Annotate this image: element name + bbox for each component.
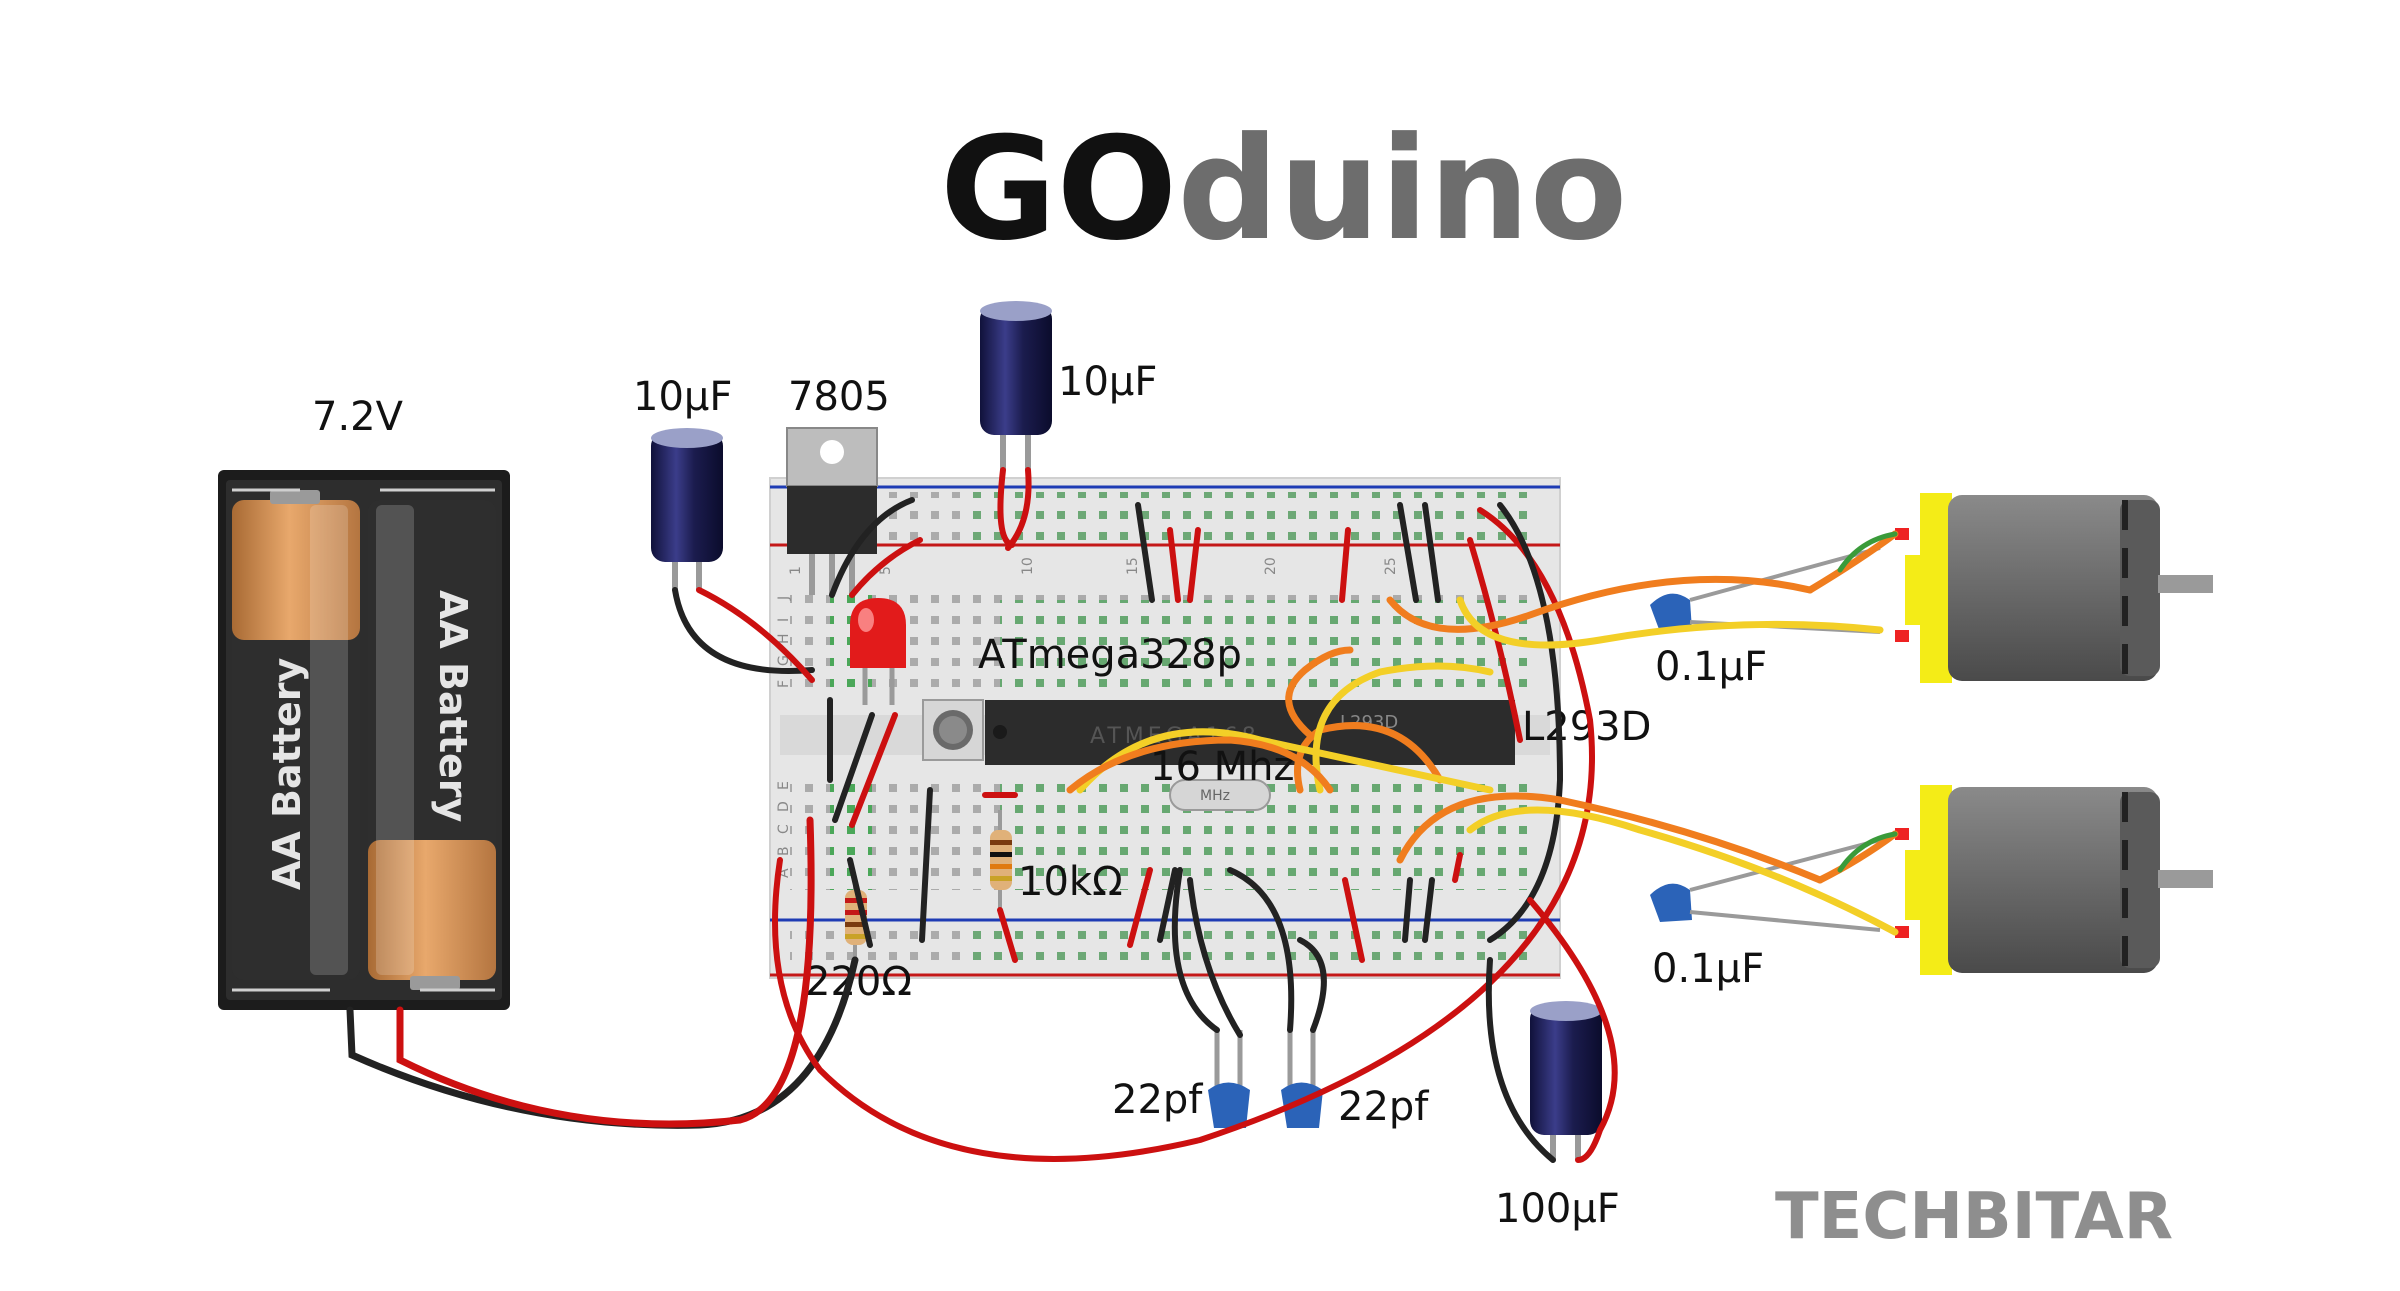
wire-res10k-red [997,907,1018,963]
resistor-220-label: 220Ω [805,959,912,1005]
reset-button [922,699,984,761]
crystal-label: 16 Mhz [1150,744,1294,790]
wire-v1 [1135,502,1155,603]
cap-motor1-label: 0.1μF [1655,644,1767,690]
wire-reg-2 [849,537,923,598]
wire-motor1-lead-a [1837,531,1898,573]
wire-crystal-cap-4 [1297,937,1327,1033]
battery-cell-2-label: AA Battery [431,590,475,822]
motor-1 [1895,493,2213,683]
brand-label: TECHBITAR [1775,1180,2173,1254]
capacitor-10uf-output [980,301,1052,470]
regulator-label: 7805 [788,374,890,420]
breadboard-row-c: C [776,824,792,834]
breadboard-col-15: 15 [1125,557,1141,575]
wire-motor2-lead-a [1837,831,1898,873]
cap-crystal1-label: 22pf [1112,1077,1203,1123]
wire-long-red-loop [772,507,1595,1162]
breadboard-row-i: I [776,618,792,622]
wire-yellow-3 [1076,728,1494,794]
wire-reset-black [919,787,933,943]
breadboard-row-e: E [776,781,792,790]
wire-bottom-black-2 [1402,877,1413,943]
wire-yellow-2 [1466,806,1899,936]
breadboard-col-25: 25 [1383,557,1399,575]
wire-v6 [1422,502,1441,603]
capacitor-100uf [1530,1001,1602,1160]
capacitor-22pf-1 [1208,1030,1250,1128]
cap-output-label: 10μF [1058,359,1157,405]
wire-crystal-cap-2 [1187,877,1243,1038]
motor-2 [1895,785,2213,975]
page-title: GOduino [940,107,1627,272]
wire-crystal-cap-3 [1227,867,1295,1033]
wire-yellow-1 [1456,596,1884,649]
wire-left-black-3 [847,857,873,948]
wire-v5 [1397,502,1419,603]
wire-left-red [849,712,898,828]
battery-cell-1-label: AA Battery [265,658,309,890]
breadboard-row-a: A [776,868,792,878]
wire-bottom-black-3 [1422,877,1435,943]
red-led [850,598,906,705]
wire-v4 [1339,527,1351,603]
wires [346,467,1899,1163]
wire-orange-1 [1386,575,1814,633]
wire-orange-2b [1816,830,1899,884]
wire-orange-5 [1066,736,1334,794]
wire-left-black-2 [832,712,875,823]
battery-cell-2: AA Battery [368,500,496,990]
breadboard-col-20: 20 [1263,557,1279,575]
cap-bulk-label: 100μF [1495,1186,1620,1232]
wire-battery-positive [396,816,815,1128]
wire-crystal-cap-1 [1171,867,1220,1033]
cap-input-label: 10μF [633,374,732,420]
resistor-10k-label: 10kΩ [1018,859,1123,905]
title-go: GO [940,107,1177,272]
wire-orange-3 [1285,646,1354,739]
cap-motor2-label: 0.1μF [1652,946,1764,992]
breadboard-row-b: B [776,846,792,856]
wire-orange-1b [1806,530,1899,594]
wire-orange-2 [1396,792,1824,884]
breadboard-col-5: 5 [878,566,894,575]
title-duino: duino [1177,107,1627,272]
battery-voltage-label: 7.2V [312,394,404,440]
crystal-print: MHz [1200,788,1230,804]
breadboard-row-h: H [776,633,792,644]
resistor-10k [990,810,1012,910]
capacitor-22pf-2 [1281,1030,1323,1128]
wire-bottom-red-1 [1127,867,1153,948]
capacitor-motor2 [1650,838,1881,932]
breadboard-row-d: D [776,801,792,812]
wire-cap-input-positive [696,587,815,683]
crystal-oscillator: MHz [1169,779,1271,811]
breadboard-row-g: G [776,655,792,666]
wire-cap-bulk-red [1527,897,1618,1163]
wire-bottom-red-3 [1452,852,1463,883]
voltage-regulator-7805 [786,427,878,595]
wire-v3 [1187,527,1201,603]
breadboard-col-1: 1 [788,566,804,575]
breadboard-row-j: J [776,596,792,601]
wire-cap-bulk-black [1485,957,1556,1163]
wire-bottom-black-1 [1157,867,1178,943]
battery-cell-1: AA Battery [232,490,360,980]
wire-cap-out-2 [1005,467,1032,551]
mcu-label: ATmega328p [978,632,1242,678]
wire-bottom-red-2 [1342,877,1365,963]
battery-holder: AA Battery AA Battery [218,470,510,1010]
wire-reg-1 [829,497,915,598]
cap-crystal2-label: 22pf [1338,1084,1429,1130]
breadboard-col-10: 10 [1020,557,1036,575]
wire-v2 [1167,527,1181,603]
breadboard-row-f: F [776,680,792,688]
wire-yellow-4 [1312,662,1494,794]
wire-cap-input-negative [672,587,815,674]
capacitor-10uf-input [651,428,723,590]
